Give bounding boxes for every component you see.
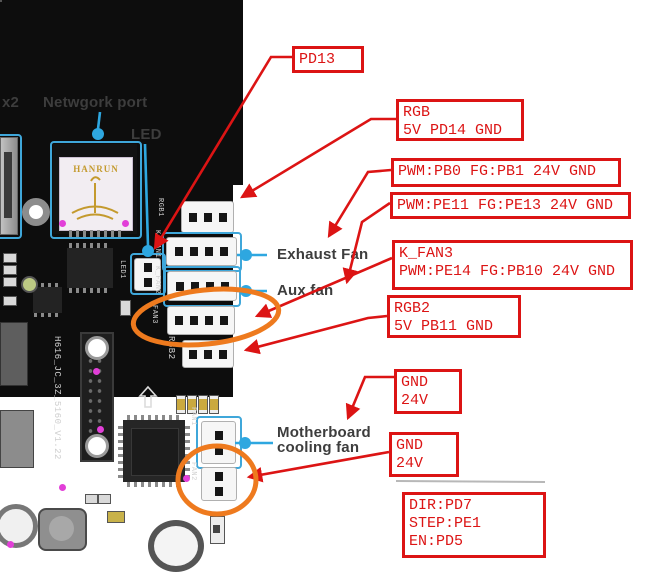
qfp-chip [118, 415, 190, 487]
gray-leader [395, 480, 546, 483]
silkscreen-k-fan3: FAN3 [150, 305, 158, 324]
silkscreen-fan1: FAN1 [189, 407, 197, 426]
leader-exhaust-pins [327, 168, 392, 238]
board-model-silkscreen: H616_JC_3Z_5160_V1.22 [52, 336, 62, 460]
callout-fan2-power: GND 24V [389, 432, 459, 477]
exhaust-fan-label: Exhaust Fan [277, 246, 369, 263]
via-dot [93, 368, 100, 375]
led-label: LED [131, 126, 162, 143]
aux-fan-connector [167, 271, 237, 301]
usb-port-highlight [0, 134, 22, 239]
pcb-fan-bay [233, 0, 238, 92]
fan1-connector [201, 421, 236, 464]
silkscreen-fan2: FAN2 [189, 462, 197, 481]
silkscreen-led1: LED1 [118, 260, 126, 279]
fuse [107, 511, 125, 523]
led-connector [134, 258, 161, 291]
rgb2-connector [182, 340, 234, 368]
capacitor-2 [148, 520, 204, 572]
via-dot [7, 541, 14, 548]
network-port-pins [69, 230, 125, 237]
k-fan3-connector [167, 306, 235, 335]
usb-port-slot [4, 152, 12, 218]
usb-port [0, 137, 18, 235]
silkscreen-k-fan2: K_FAN2 [153, 266, 161, 295]
via-dot [97, 426, 104, 433]
callout-exhaust-fan-pins: PWM:PB0 FG:PB1 24V GND [391, 158, 621, 187]
via-dot [59, 484, 66, 491]
inductor [38, 508, 87, 551]
via-dot [183, 475, 190, 482]
aux-fan-label: Aux fan [277, 282, 334, 299]
rgb1-connector [181, 201, 234, 233]
exhaust-fan-connector [166, 237, 237, 266]
leader-rgb [239, 117, 396, 199]
aux-fan-dot [240, 285, 252, 297]
capacitor-1 [0, 504, 38, 548]
pin-header [80, 332, 114, 462]
callout-rgb: RGB 5V PD14 GND [396, 99, 524, 141]
network-port-label: Netwgork port [43, 94, 148, 111]
via-dot [59, 220, 66, 227]
board-wiring-diagram: { "colors": { "annotation_red": "#dc1414… [0, 0, 633, 572]
callout-rgb2: RGB2 5V PB11 GND [387, 295, 521, 338]
status-led [21, 276, 38, 293]
soic-chip-2 [33, 283, 62, 317]
cooling-fan-label: Motherboard cooling fan [277, 424, 371, 456]
mounting-hole [22, 198, 50, 226]
silkscreen-rgb1: RGB1 [156, 198, 164, 217]
leader-fan1-power [345, 375, 394, 421]
network-port-highlight [50, 141, 142, 239]
callout-k-fan3: K_FAN3 PWM:PE14 FG:PB10 24V GND [392, 240, 633, 290]
callout-stepper: DIR:PD7 STEP:PE1 EN:PD5 [402, 492, 546, 558]
callout-aux-fan-pins: PWM:PE11 FG:PE13 24V GND [390, 192, 631, 219]
silkscreen-rgb2: RGB2 [166, 336, 176, 360]
leader-rgb2 [243, 314, 388, 355]
callout-pd13: PD13 [292, 46, 364, 73]
thermal-pad-1 [0, 322, 28, 386]
usb-count-label: x2 [2, 94, 20, 111]
soic-chip-1 [67, 243, 113, 293]
via-dot [122, 220, 129, 227]
leader-aux-pins [342, 201, 391, 285]
thermal-pad-2 [0, 410, 34, 468]
fan2-connector [201, 467, 237, 501]
callout-fan1-power: GND 24V [394, 369, 462, 414]
silkscreen-k-fan1: K_FAN1 [153, 230, 161, 259]
network-module-brand: HANRUN [73, 164, 119, 174]
